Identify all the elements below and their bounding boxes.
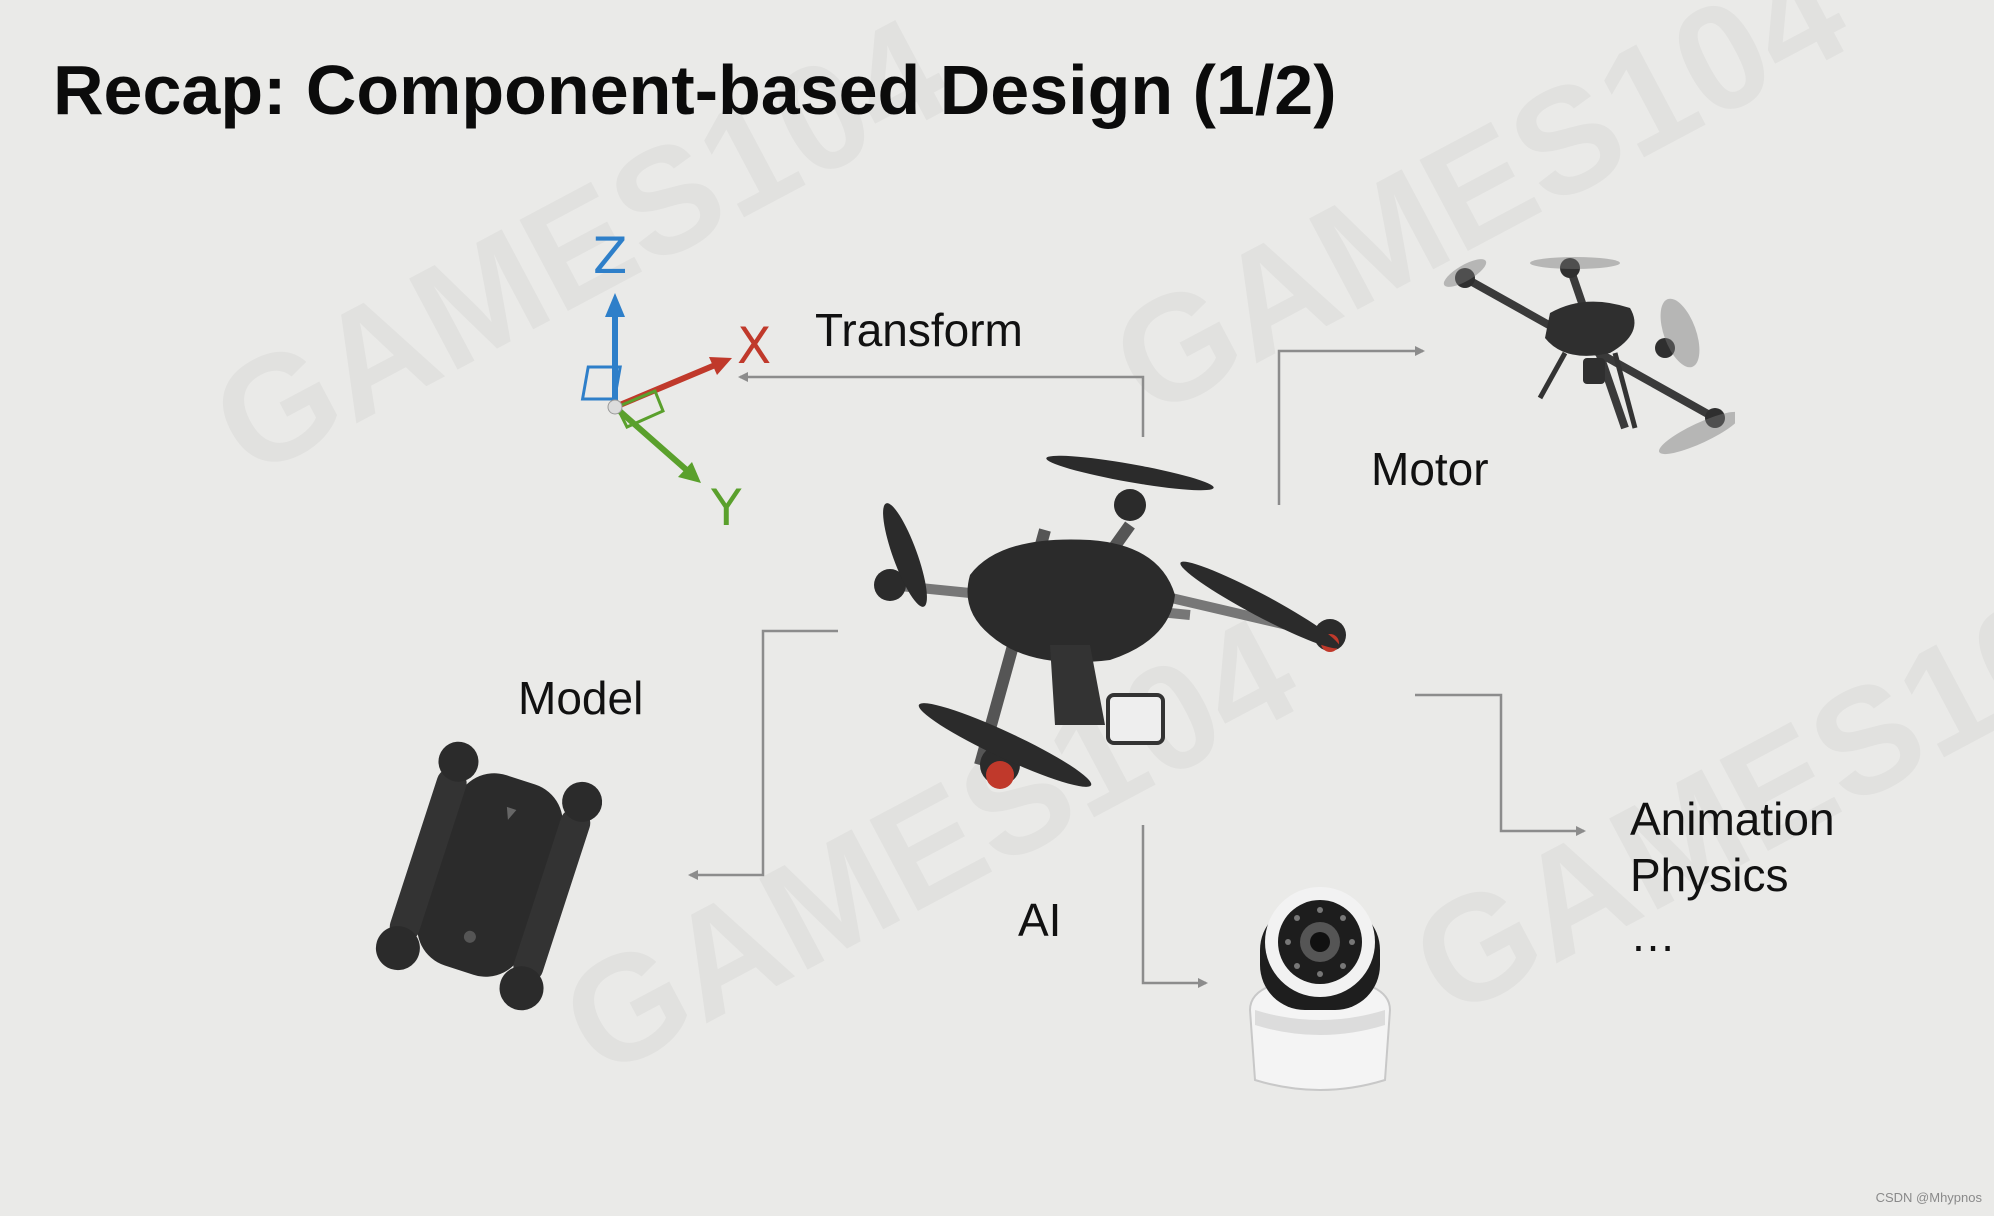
ai-label: AI xyxy=(1018,894,1062,946)
slide-title: Recap: Component-based Design (1/2) xyxy=(53,51,1337,129)
more-components-label: … xyxy=(1630,909,1676,961)
ai-connector xyxy=(1141,825,1208,988)
axis-z-label: Z xyxy=(593,227,627,285)
axis-y-label: Y xyxy=(710,479,742,535)
folded-drone-icon xyxy=(375,741,603,1011)
model-connector xyxy=(688,629,838,880)
coordinate-axes-icon: Z X Y xyxy=(580,227,771,535)
motor-connector xyxy=(1277,346,1425,505)
flying-drone-icon xyxy=(1443,257,1735,455)
axis-x-label: X xyxy=(737,317,771,375)
drone-icon xyxy=(874,455,1346,789)
animation-connector xyxy=(1415,693,1586,836)
credit-text: CSDN @Mhypnos xyxy=(1875,1190,1982,1205)
motor-label: Motor xyxy=(1371,443,1489,495)
animation-label: Animation xyxy=(1630,793,1835,845)
physics-label: Physics xyxy=(1630,849,1789,901)
transform-connector xyxy=(738,372,1145,437)
transform-label: Transform xyxy=(815,304,1023,356)
model-label: Model xyxy=(518,672,644,724)
security-camera-icon xyxy=(1248,887,1392,1091)
